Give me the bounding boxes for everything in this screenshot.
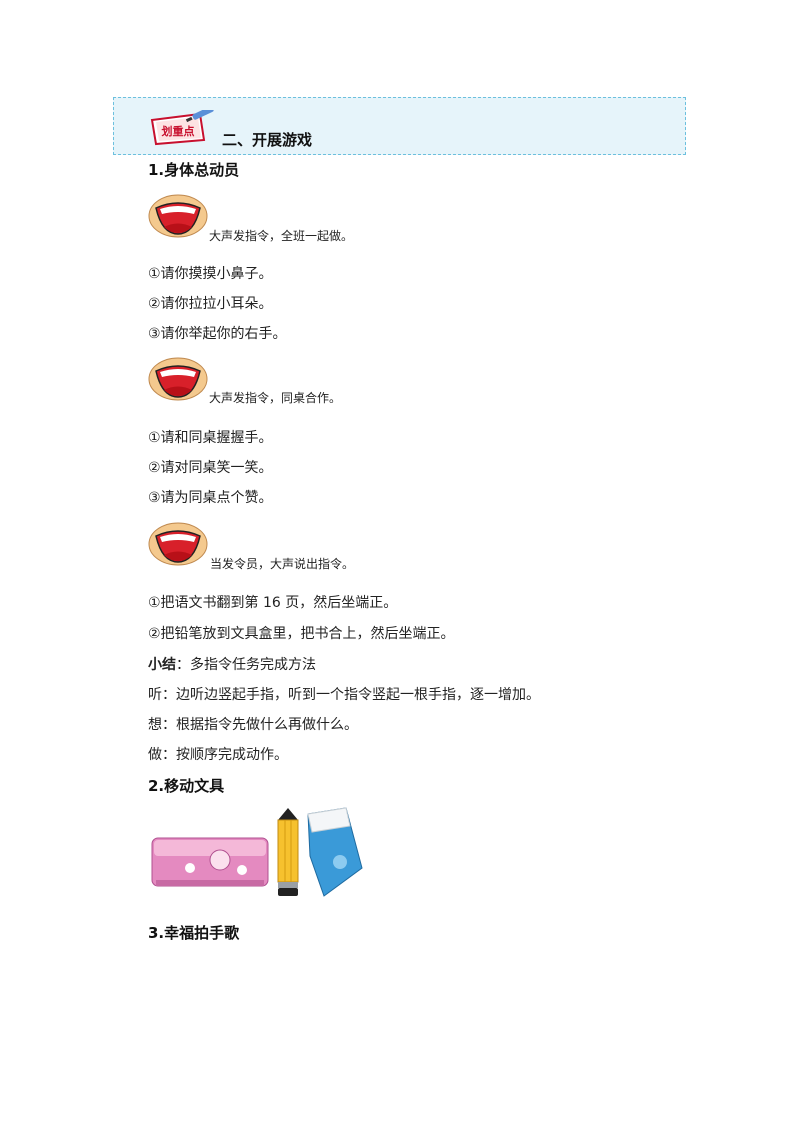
mouth-speaking-icon: [148, 357, 208, 401]
cue-text: 大声发指令，同桌合作。: [209, 391, 342, 405]
part2-heading: 2.移动文具: [148, 777, 225, 795]
summary-line: 做：按顺序完成动作。: [148, 747, 288, 763]
section-title: 二、开展游戏: [222, 131, 313, 149]
part1-heading: 1.身体总动员: [148, 161, 240, 179]
summary-label: 小结: [148, 657, 176, 673]
mouth-speaking-icon: [148, 522, 208, 566]
summary-line: 听：边听边竖起手指，听到一个指令竖起一根手指，逐一增加。: [148, 687, 540, 703]
mouth-speaking-icon: [148, 194, 208, 238]
part3-heading: 3.幸福拍手歌: [148, 924, 240, 942]
section-header-box: [113, 97, 686, 155]
stationery-illustration: [151, 807, 363, 897]
pencil-case-icon: [151, 837, 269, 887]
eraser-icon: [307, 807, 363, 897]
summary-title: 小结：多指令任务完成方法: [148, 654, 316, 674]
list-item: ③请为同桌点个赞。: [148, 490, 273, 506]
list-item: ①请和同桌握握手。: [148, 430, 273, 446]
highlight-badge-icon: 划重点: [150, 110, 214, 146]
cue-text: 当发令员，大声说出指令。: [210, 557, 355, 571]
summary-line: 想：根据指令先做什么再做什么。: [148, 717, 358, 733]
list-item: ②把铅笔放到文具盒里，把书合上，然后坐端正。: [148, 626, 455, 642]
list-item: ①请你摸摸小鼻子。: [148, 266, 273, 282]
svg-text:划重点: 划重点: [162, 124, 195, 138]
summary-text: ：多指令任务完成方法: [176, 657, 316, 673]
cue-text: 大声发指令，全班一起做。: [209, 229, 354, 243]
list-item: ③请你举起你的右手。: [148, 326, 287, 342]
list-item: ①把语文书翻到第 16 页，然后坐端正。: [148, 595, 398, 611]
pencil-icon: [277, 808, 299, 896]
list-item: ②请对同桌笑一笑。: [148, 460, 273, 476]
list-item: ②请你拉拉小耳朵。: [148, 296, 273, 312]
